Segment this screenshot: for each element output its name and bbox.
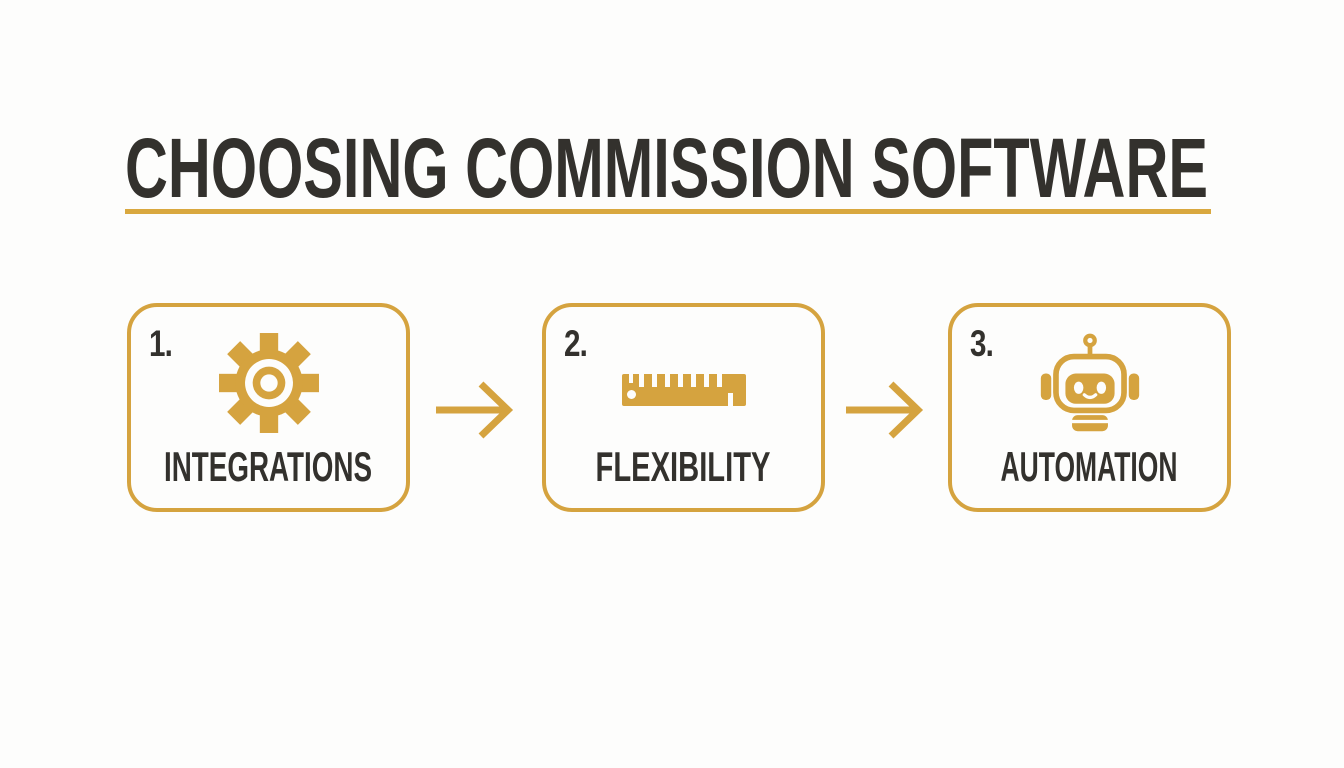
step-box-flexibility: 2. FLEXIBILITY bbox=[542, 303, 825, 512]
step-icon-wrap bbox=[131, 327, 406, 439]
step-label-wrap: AUTOMATION bbox=[952, 443, 1227, 496]
step-box-automation: 3. AUTOMATION bbox=[948, 303, 1231, 512]
step-box-integrations: 1. INTEGRATI bbox=[127, 303, 410, 512]
step-icon-wrap bbox=[546, 327, 821, 439]
step-label-wrap: FLEXIBILITY bbox=[546, 443, 821, 496]
gear-icon bbox=[218, 333, 319, 433]
page-title: CHOOSING COMMISSION SOFTWARE bbox=[125, 121, 1208, 215]
arrow-right-icon bbox=[436, 381, 514, 439]
page-title-text: CHOOSING COMMISSION SOFTWARE bbox=[125, 121, 1208, 215]
title-underline bbox=[125, 209, 1211, 214]
arrow-right-icon bbox=[846, 381, 924, 439]
step-number: 2. bbox=[564, 323, 588, 364]
robot-icon bbox=[1040, 333, 1139, 432]
step-label: AUTOMATION bbox=[1001, 443, 1178, 490]
step-icon-wrap bbox=[952, 327, 1227, 439]
step-label: INTEGRATIONS bbox=[164, 443, 372, 490]
ruler-icon bbox=[621, 374, 746, 406]
step-number: 1. bbox=[149, 323, 173, 364]
step-number: 3. bbox=[970, 323, 994, 364]
step-label-wrap: INTEGRATIONS bbox=[131, 443, 406, 496]
step-label: FLEXIBILITY bbox=[596, 443, 771, 490]
